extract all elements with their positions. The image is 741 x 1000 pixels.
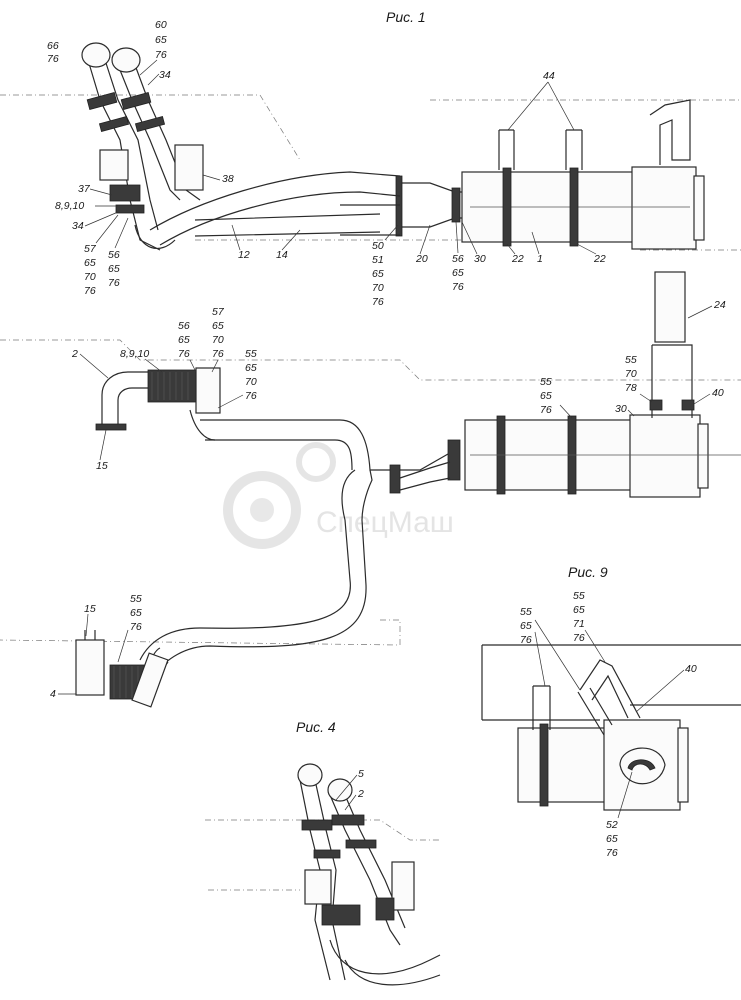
callout-label: 65 <box>212 320 224 332</box>
caption-fig4: Рис. 4 <box>296 719 336 735</box>
callout-label: 76 <box>573 632 585 644</box>
callout-label: 2 <box>71 348 78 360</box>
callout-label: 40 <box>712 387 724 399</box>
callout-label: 30 <box>474 253 486 265</box>
callout-label: 66 <box>47 40 59 52</box>
callout-label: 55 <box>573 590 585 602</box>
elbow-upper-fig2 <box>95 367 221 441</box>
callout-label: 8,9,10 <box>55 200 84 212</box>
callout-label: 76 <box>108 277 120 289</box>
callout-label: 65 <box>245 362 257 374</box>
callout-label: 4 <box>50 688 56 700</box>
callout-label: 76 <box>372 296 384 308</box>
callout-label: 15 <box>96 460 108 472</box>
callout-label: 55 <box>245 348 257 360</box>
callout-label: 5 <box>358 768 364 780</box>
caption-fig9: Рис. 9 <box>568 564 608 580</box>
callout-label: 65 <box>178 334 190 346</box>
callout-label: 76 <box>84 285 96 297</box>
callout-label: 76 <box>520 634 532 646</box>
labels-fig1: 66 76 60 65 76 34 44 38 37 8,9,10 34 57 … <box>47 19 606 308</box>
callout-label: 56 <box>178 320 190 332</box>
callout-label: 76 <box>452 281 464 293</box>
callout-label: 65 <box>452 267 464 279</box>
callout-label: 37 <box>78 183 91 195</box>
labels-fig4: 5 2 <box>335 768 364 811</box>
callout-label: 38 <box>222 173 234 185</box>
callout-label: 57 <box>84 243 97 255</box>
callout-label: 2 <box>357 788 364 800</box>
labels-fig2: 2 8,9,10 56 65 76 57 65 70 76 55 65 70 7… <box>50 299 726 700</box>
callout-label: 70 <box>245 376 257 388</box>
muffler-fig1 <box>461 99 705 250</box>
callout-label: 70 <box>84 271 96 283</box>
callout-label: 55 <box>130 593 142 605</box>
callout-label: 22 <box>511 253 524 265</box>
callout-label: 76 <box>130 621 142 633</box>
callout-label: 70 <box>625 368 637 380</box>
callout-label: 34 <box>159 69 171 81</box>
callout-label: 52 <box>606 819 618 831</box>
callout-label: 65 <box>108 263 120 275</box>
callout-label: 76 <box>178 348 190 360</box>
callout-label: 24 <box>713 299 726 311</box>
callout-label: 56 <box>108 249 120 261</box>
figure-4: Рис. 4 5 2 <box>205 719 441 986</box>
callout-label: 55 <box>520 606 532 618</box>
figure-1: Рис. 1 <box>0 9 741 308</box>
callout-label: 15 <box>84 603 96 615</box>
callout-label: 65 <box>130 607 142 619</box>
callout-label: 51 <box>372 254 384 266</box>
callout-label: 34 <box>72 220 84 232</box>
callout-label: 76 <box>606 847 618 859</box>
callout-label: 20 <box>415 253 428 265</box>
callout-label: 14 <box>276 249 288 261</box>
caption-fig1: Рис. 1 <box>386 9 426 25</box>
callout-label: 30 <box>615 403 627 415</box>
callout-label: 57 <box>212 306 225 318</box>
riser-assembly-fig1 <box>81 42 204 251</box>
elbow-lower-fig2 <box>75 630 169 708</box>
callout-label: 76 <box>47 53 59 65</box>
callout-label: 76 <box>155 49 167 61</box>
callout-label: 60 <box>155 19 167 31</box>
figure-2: 2 8,9,10 56 65 76 57 65 70 76 55 65 70 7… <box>0 271 741 708</box>
callout-label: 65 <box>606 833 618 845</box>
callout-label: 65 <box>84 257 96 269</box>
callout-label: 40 <box>685 663 697 675</box>
watermark-text: СпецМаш <box>316 506 454 539</box>
callout-label: 78 <box>625 382 637 394</box>
callout-label: 65 <box>155 34 167 46</box>
callout-label: 76 <box>212 348 224 360</box>
callout-label: 65 <box>520 620 532 632</box>
labels-fig9: 55 65 76 55 65 71 76 40 52 65 76 <box>520 590 697 859</box>
callout-label: 65 <box>372 268 384 280</box>
callout-label: 1 <box>537 253 543 265</box>
figure-9: Рис. 9 55 65 76 55 65 71 76 40 52 65 <box>481 564 741 859</box>
callout-label: 8,9,10 <box>120 348 149 360</box>
callout-label: 71 <box>573 618 585 630</box>
callout-label: 12 <box>238 249 250 261</box>
callout-label: 76 <box>245 390 257 402</box>
callout-label: 76 <box>540 404 552 416</box>
callout-label: 55 <box>540 376 552 388</box>
muffler-fig2 <box>464 271 741 498</box>
callout-label: 44 <box>543 70 555 82</box>
callout-label: 70 <box>372 282 384 294</box>
callout-label: 70 <box>212 334 224 346</box>
callout-label: 22 <box>593 253 606 265</box>
callout-label: 56 <box>452 253 464 265</box>
watermark: СпецМаш <box>223 442 454 549</box>
callout-label: 65 <box>573 604 585 616</box>
callout-label: 55 <box>625 354 637 366</box>
callout-label: 65 <box>540 390 552 402</box>
callout-label: 50 <box>372 240 384 252</box>
